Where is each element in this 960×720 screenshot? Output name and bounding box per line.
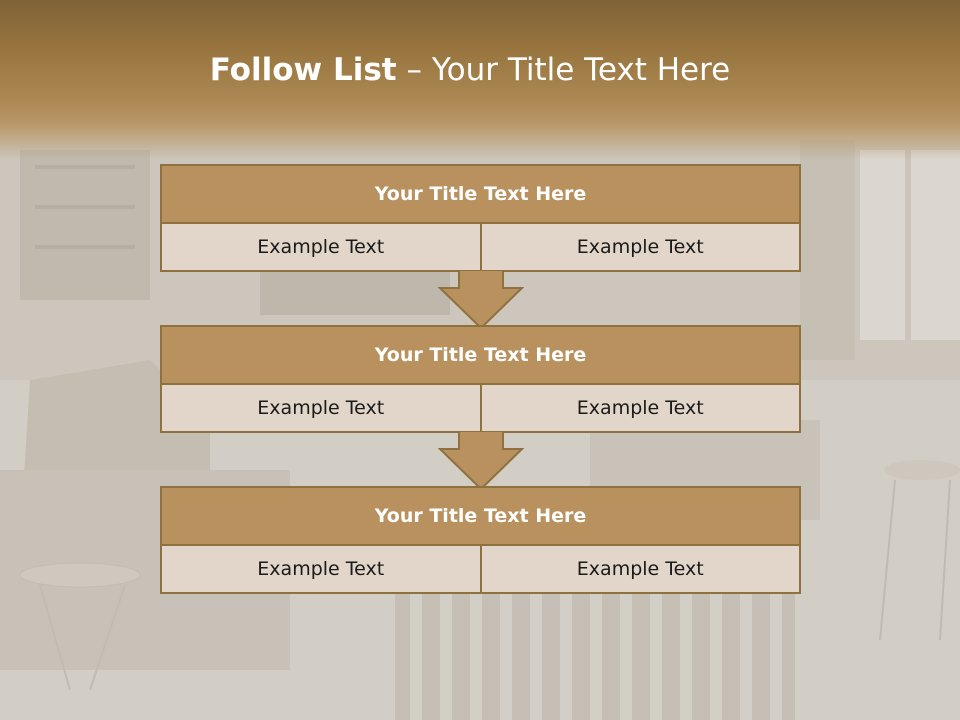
step-row: Example Text Example Text <box>162 385 799 431</box>
slide-title-rest: – Your Title Text Here <box>396 52 731 88</box>
down-arrow-icon <box>438 270 524 330</box>
slide-title: Follow List – Your Title Text Here <box>0 52 940 88</box>
step-title: Your Title Text Here <box>162 488 799 546</box>
slide-title-bold: Follow List <box>209 52 397 88</box>
step-box-2: Your Title Text Here Example Text Exampl… <box>160 325 801 433</box>
step-text-left: Example Text <box>162 546 482 592</box>
step-text-left: Example Text <box>162 224 482 270</box>
step-text-right: Example Text <box>481 385 799 431</box>
step-text-right: Example Text <box>481 224 799 270</box>
step-box-3: Your Title Text Here Example Text Exampl… <box>160 486 801 594</box>
step-box-1: Your Title Text Here Example Text Exampl… <box>160 164 801 272</box>
step-title: Your Title Text Here <box>162 327 799 385</box>
step-text-left: Example Text <box>162 385 482 431</box>
step-row: Example Text Example Text <box>162 224 799 270</box>
step-row: Example Text Example Text <box>162 546 799 592</box>
title-band <box>0 0 960 160</box>
down-arrow-icon <box>438 431 524 491</box>
step-text-right: Example Text <box>481 546 799 592</box>
step-title: Your Title Text Here <box>162 166 799 224</box>
